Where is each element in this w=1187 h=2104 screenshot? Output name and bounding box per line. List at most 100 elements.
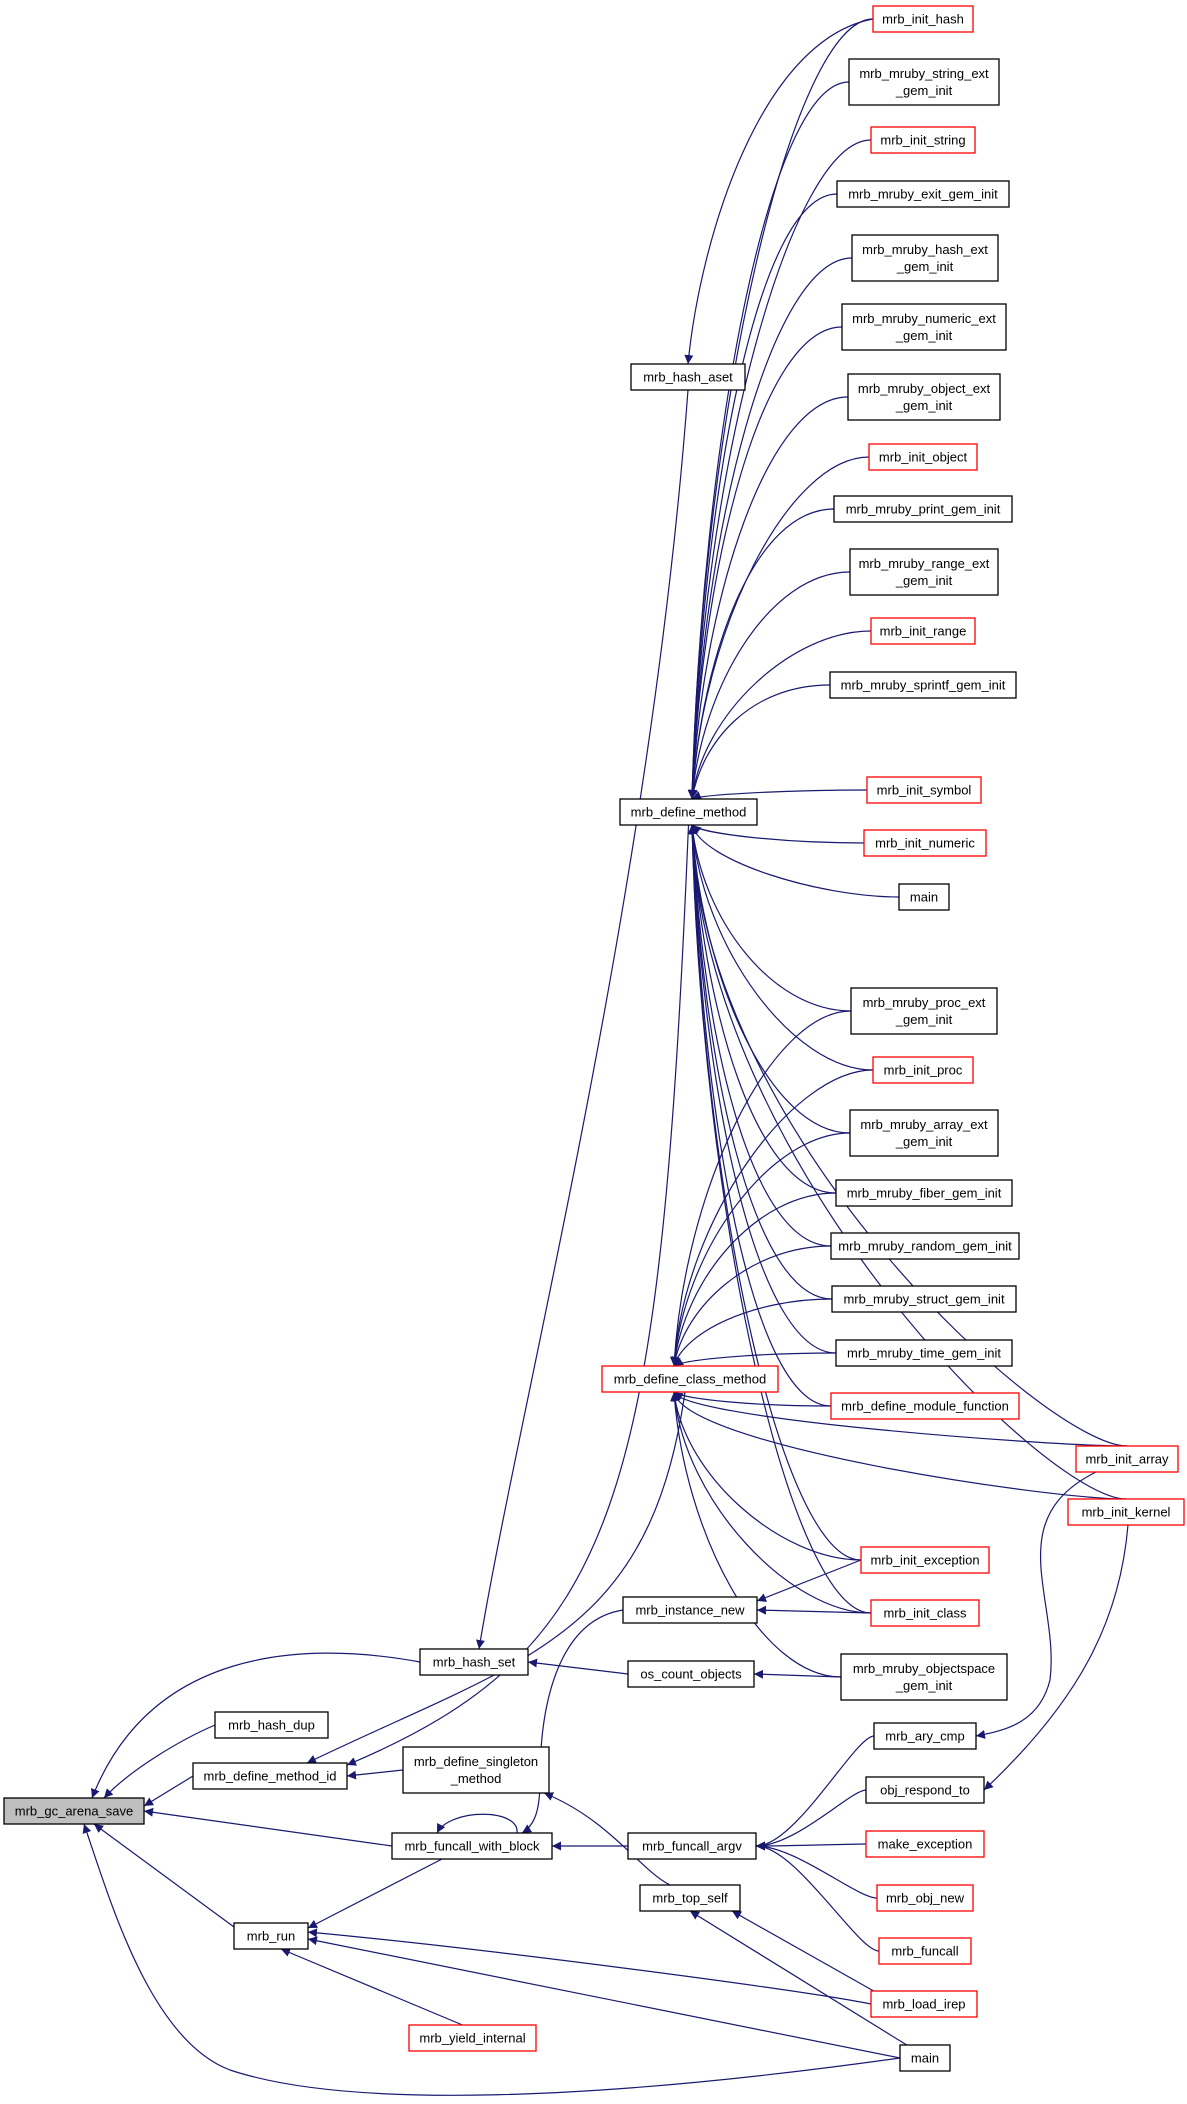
node-instance_new[interactable]: mrb_instance_new xyxy=(622,1596,758,1624)
node-run[interactable]: mrb_run xyxy=(233,1922,309,1950)
node-define_singleton_method[interactable]: mrb_define_singleton_method xyxy=(402,1746,550,1794)
node-box-fiber_gem[interactable] xyxy=(835,1179,1013,1207)
node-box-print_gem[interactable] xyxy=(833,495,1013,523)
node-struct_gem[interactable]: mrb_mruby_struct_gem_init xyxy=(831,1285,1017,1313)
node-box-init_range[interactable] xyxy=(870,617,976,645)
node-yield_internal[interactable]: mrb_yield_internal xyxy=(408,2024,537,2052)
node-box-obj_respond_to[interactable] xyxy=(865,1776,985,1804)
node-init_kernel[interactable]: mrb_init_kernel xyxy=(1067,1498,1185,1526)
node-define_method[interactable]: mrb_define_method xyxy=(619,798,758,826)
node-define_module_function[interactable]: mrb_define_module_function xyxy=(830,1392,1020,1420)
node-box-obj_new[interactable] xyxy=(876,1884,974,1912)
node-box-init_array[interactable] xyxy=(1075,1445,1179,1473)
node-box-instance_new[interactable] xyxy=(622,1596,758,1624)
node-hash_aset[interactable]: mrb_hash_aset xyxy=(630,363,746,391)
node-box-init_hash[interactable] xyxy=(872,5,974,33)
node-hash_ext[interactable]: mrb_mruby_hash_ext_gem_init xyxy=(851,234,999,282)
node-funcall_argv[interactable]: mrb_funcall_argv xyxy=(627,1832,757,1860)
node-funcall[interactable]: mrb_funcall xyxy=(878,1937,972,1965)
node-proc_ext[interactable]: mrb_mruby_proc_ext_gem_init xyxy=(850,987,998,1035)
node-print_gem[interactable]: mrb_mruby_print_gem_init xyxy=(833,495,1013,523)
node-hash_dup[interactable]: mrb_hash_dup xyxy=(214,1711,329,1739)
node-box-hash_dup[interactable] xyxy=(214,1711,329,1739)
node-top_self[interactable]: mrb_top_self xyxy=(639,1884,741,1912)
node-box-main2[interactable] xyxy=(899,2044,951,2072)
node-main2[interactable]: main xyxy=(899,2044,951,2072)
node-box-load_irep[interactable] xyxy=(870,1990,978,2018)
node-box-hash_aset[interactable] xyxy=(630,363,746,391)
node-box-init_symbol[interactable] xyxy=(866,776,982,804)
node-hash_set[interactable]: mrb_hash_set xyxy=(419,1648,529,1676)
node-init_string[interactable]: mrb_init_string xyxy=(870,126,976,154)
node-init_proc[interactable]: mrb_init_proc xyxy=(872,1056,974,1084)
node-box-init_proc[interactable] xyxy=(872,1056,974,1084)
node-box-define_module_function[interactable] xyxy=(830,1392,1020,1420)
node-box-init_string[interactable] xyxy=(870,126,976,154)
node-load_irep[interactable]: mrb_load_irep xyxy=(870,1990,978,2018)
node-box-objectspace_gem[interactable] xyxy=(840,1653,1008,1701)
node-init_numeric[interactable]: mrb_init_numeric xyxy=(863,829,987,857)
node-box-random_gem[interactable] xyxy=(830,1232,1020,1260)
node-box-init_numeric[interactable] xyxy=(863,829,987,857)
node-init_object[interactable]: mrb_init_object xyxy=(868,443,978,471)
node-box-hash_ext[interactable] xyxy=(851,234,999,282)
node-box-define_class_method[interactable] xyxy=(601,1365,779,1393)
node-make_exception[interactable]: make_exception xyxy=(865,1830,985,1858)
node-box-hash_set[interactable] xyxy=(419,1648,529,1676)
node-init_array[interactable]: mrb_init_array xyxy=(1075,1445,1179,1473)
node-os_count_objects[interactable]: os_count_objects xyxy=(627,1660,755,1688)
node-box-make_exception[interactable] xyxy=(865,1830,985,1858)
node-box-gc_arena_save[interactable] xyxy=(3,1797,145,1825)
node-box-sprintf_gem[interactable] xyxy=(829,671,1017,699)
node-box-funcall[interactable] xyxy=(878,1937,972,1965)
node-obj_new[interactable]: mrb_obj_new xyxy=(876,1884,974,1912)
node-time_gem[interactable]: mrb_mruby_time_gem_init xyxy=(835,1339,1013,1367)
node-gc_arena_save[interactable]: mrb_gc_arena_save xyxy=(3,1797,145,1825)
node-box-run[interactable] xyxy=(233,1922,309,1950)
node-box-numeric_ext[interactable] xyxy=(841,303,1007,351)
node-string_ext[interactable]: mrb_mruby_string_ext_gem_init xyxy=(848,58,1000,106)
node-box-string_ext[interactable] xyxy=(848,58,1000,106)
node-init_class[interactable]: mrb_init_class xyxy=(870,1599,980,1627)
node-box-define_singleton_method[interactable] xyxy=(402,1746,550,1794)
node-obj_respond_to[interactable]: obj_respond_to xyxy=(865,1776,985,1804)
node-init_range[interactable]: mrb_init_range xyxy=(870,617,976,645)
node-main1[interactable]: main xyxy=(898,883,950,911)
node-range_ext[interactable]: mrb_mruby_range_ext_gem_init xyxy=(849,548,999,596)
node-box-define_method[interactable] xyxy=(619,798,758,826)
node-init_exception[interactable]: mrb_init_exception xyxy=(860,1546,990,1574)
node-box-init_class[interactable] xyxy=(870,1599,980,1627)
node-objectspace_gem[interactable]: mrb_mruby_objectspace_gem_init xyxy=(840,1653,1008,1701)
node-object_ext[interactable]: mrb_mruby_object_ext_gem_init xyxy=(847,373,1001,421)
node-init_hash[interactable]: mrb_init_hash xyxy=(872,5,974,33)
node-exit_gem[interactable]: mrb_mruby_exit_gem_init xyxy=(836,180,1010,208)
node-box-os_count_objects[interactable] xyxy=(627,1660,755,1688)
node-init_symbol[interactable]: mrb_init_symbol xyxy=(866,776,982,804)
node-box-proc_ext[interactable] xyxy=(850,987,998,1035)
node-box-init_exception[interactable] xyxy=(860,1546,990,1574)
node-box-exit_gem[interactable] xyxy=(836,180,1010,208)
node-box-array_ext[interactable] xyxy=(849,1109,999,1157)
node-box-struct_gem[interactable] xyxy=(831,1285,1017,1313)
node-sprintf_gem[interactable]: mrb_mruby_sprintf_gem_init xyxy=(829,671,1017,699)
node-fiber_gem[interactable]: mrb_mruby_fiber_gem_init xyxy=(835,1179,1013,1207)
node-box-ary_cmp[interactable] xyxy=(873,1722,977,1750)
node-random_gem[interactable]: mrb_mruby_random_gem_init xyxy=(830,1232,1020,1260)
node-box-init_kernel[interactable] xyxy=(1067,1498,1185,1526)
node-box-yield_internal[interactable] xyxy=(408,2024,537,2052)
node-numeric_ext[interactable]: mrb_mruby_numeric_ext_gem_init xyxy=(841,303,1007,351)
node-box-range_ext[interactable] xyxy=(849,548,999,596)
node-funcall_with_block[interactable]: mrb_funcall_with_block xyxy=(391,1832,553,1860)
node-box-define_method_id[interactable] xyxy=(192,1762,348,1790)
node-box-time_gem[interactable] xyxy=(835,1339,1013,1367)
node-box-init_object[interactable] xyxy=(868,443,978,471)
node-define_class_method[interactable]: mrb_define_class_method xyxy=(601,1365,779,1393)
node-define_method_id[interactable]: mrb_define_method_id xyxy=(192,1762,348,1790)
node-box-top_self[interactable] xyxy=(639,1884,741,1912)
node-array_ext[interactable]: mrb_mruby_array_ext_gem_init xyxy=(849,1109,999,1157)
node-ary_cmp[interactable]: mrb_ary_cmp xyxy=(873,1722,977,1750)
node-box-main1[interactable] xyxy=(898,883,950,911)
node-box-funcall_with_block[interactable] xyxy=(391,1832,553,1860)
node-box-funcall_argv[interactable] xyxy=(627,1832,757,1860)
node-box-object_ext[interactable] xyxy=(847,373,1001,421)
